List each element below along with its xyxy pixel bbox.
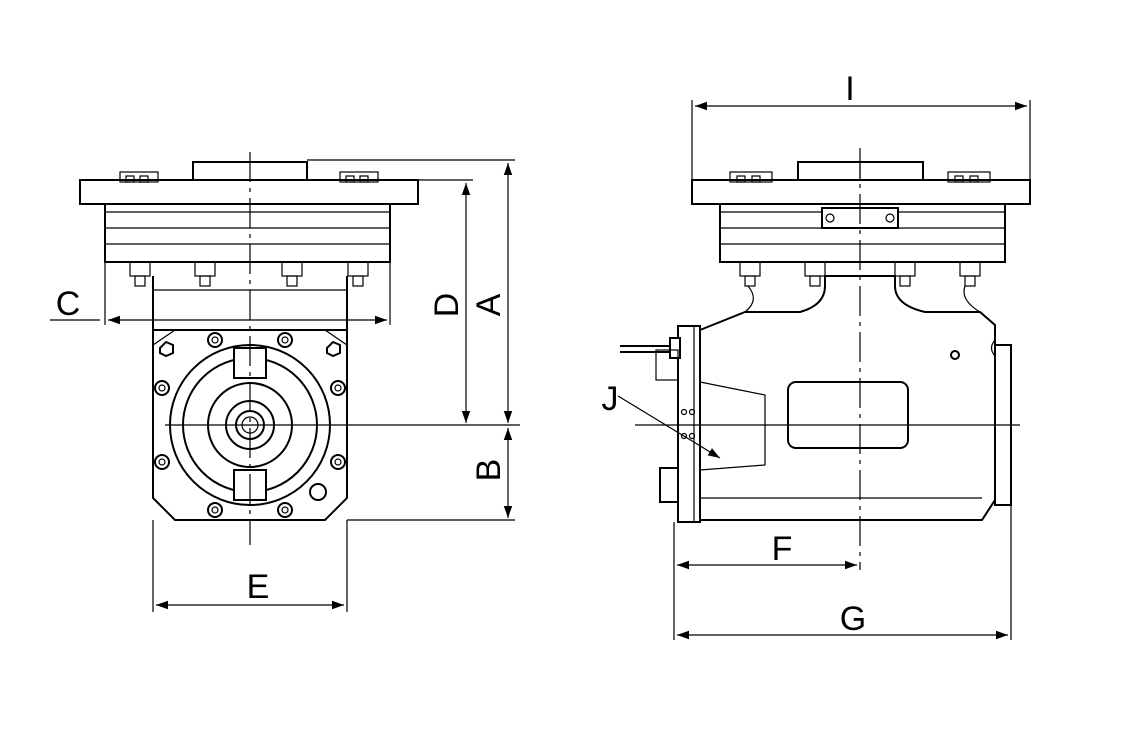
label-g: G (840, 600, 866, 638)
label-f: F (772, 530, 793, 568)
side-cable-gland (669, 337, 681, 359)
front-clamp-left (119, 171, 159, 183)
side-clamp-right (947, 171, 991, 183)
label-e: E (247, 568, 270, 606)
label-b: B (470, 459, 508, 482)
side-dimensions: I F G J (602, 70, 1031, 640)
label-d: D (428, 293, 466, 318)
front-bolts (129, 261, 369, 287)
front-clamp-right (339, 171, 379, 183)
side-clamp-left (729, 171, 773, 183)
side-connector (659, 467, 679, 503)
front-top-flange (79, 179, 419, 205)
side-top-flange (691, 179, 1031, 205)
front-mid-body (104, 203, 391, 263)
side-bolts (739, 261, 981, 287)
front-dimensions: A D B C E (50, 159, 515, 612)
side-rear-flange (677, 325, 701, 523)
leader-j (617, 395, 721, 459)
front-view (79, 152, 520, 545)
side-window (787, 381, 909, 449)
label-i: I (845, 70, 854, 108)
label-j: J (602, 380, 619, 418)
label-c: C (56, 285, 81, 323)
side-view (620, 148, 1031, 570)
label-a: A (470, 293, 508, 316)
front-screws (154, 332, 346, 518)
